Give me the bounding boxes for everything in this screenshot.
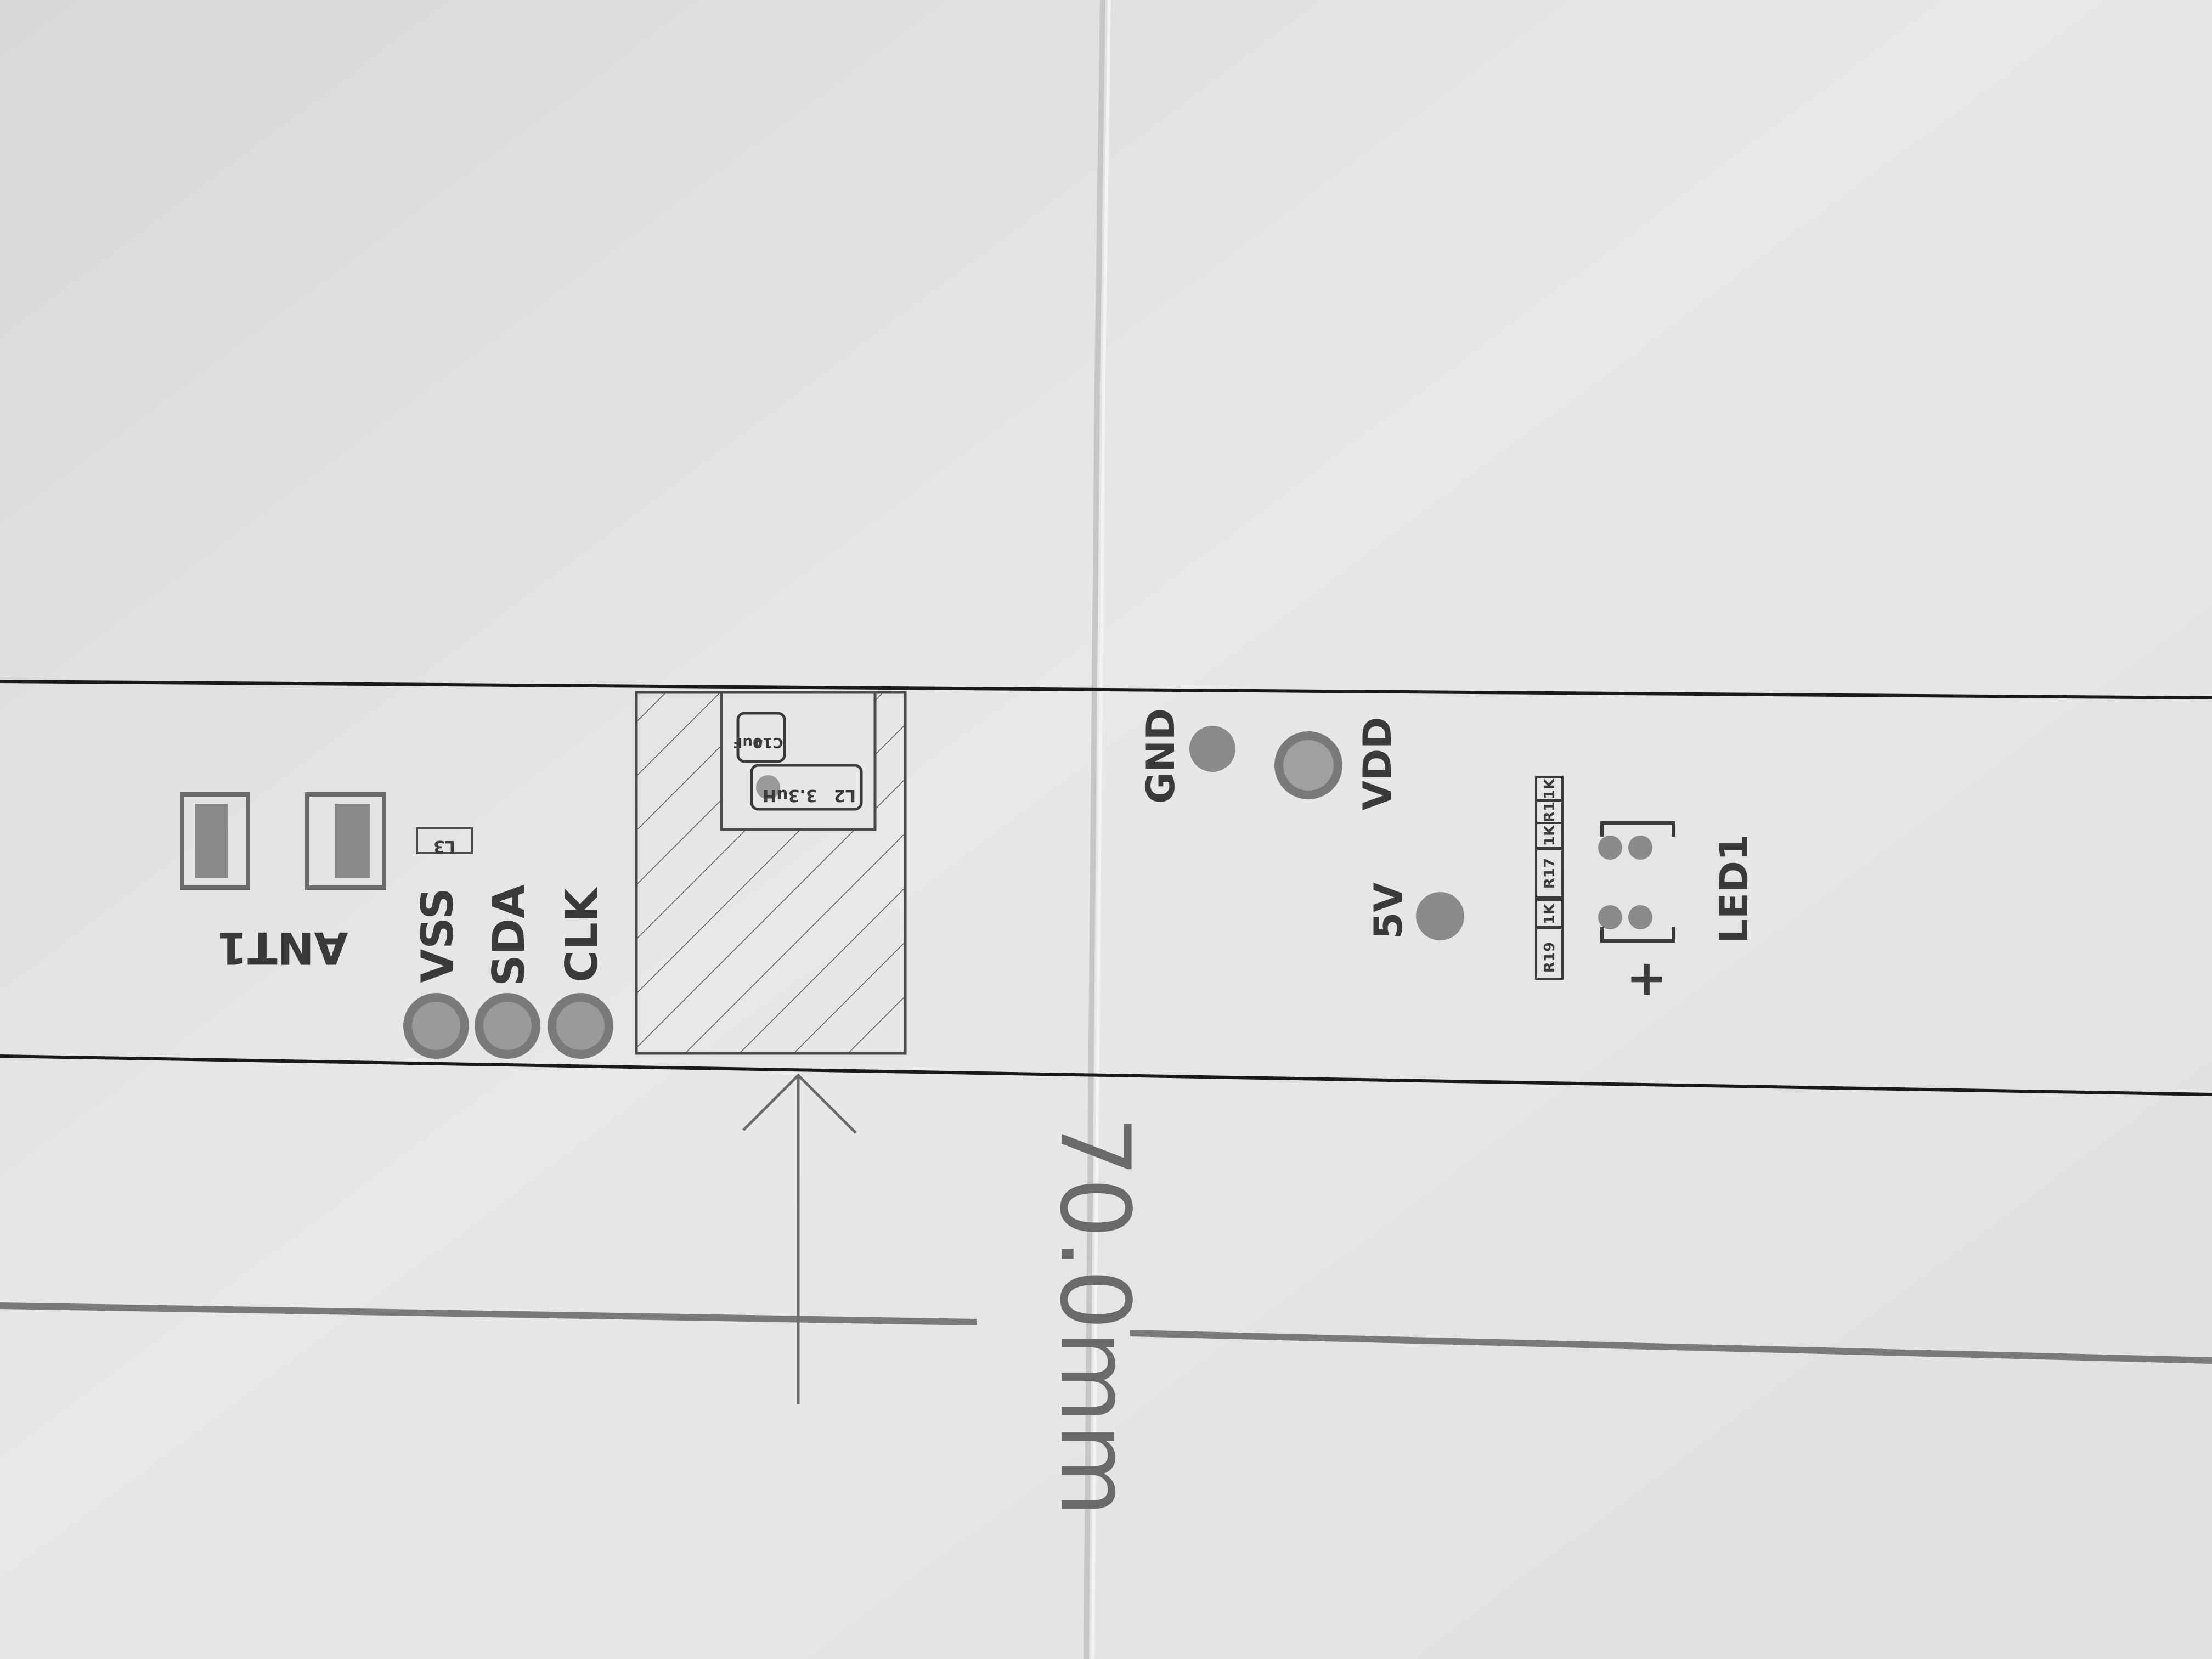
led1-pad-1 <box>1598 836 1622 860</box>
inductor-l3 <box>416 827 473 854</box>
dimension-line <box>0 1302 977 1325</box>
board-outline-bottom <box>0 1054 2212 1096</box>
pin-sda-label: SDA <box>483 884 534 986</box>
dimension-line-right <box>1130 1330 2212 1364</box>
pin-vss-hole <box>412 1002 460 1050</box>
inductor-l2-label: L2 <box>834 786 856 805</box>
led1-outline-bottom <box>1600 927 1675 943</box>
resistor-r1-val <box>1535 776 1564 801</box>
pin-5v-label: 5V <box>1366 883 1411 939</box>
antenna-label: ANT1 <box>217 922 348 973</box>
pin-vdd-label: VDD <box>1355 717 1400 810</box>
resistor-r19-val <box>1535 899 1564 928</box>
antenna-pad-2 <box>305 792 386 890</box>
pin-clk-label: CLK <box>556 887 607 983</box>
resistor-r1-value: 1K <box>1542 778 1558 799</box>
resistor-r1-label: R1 <box>1542 802 1558 822</box>
inductor-l2 <box>750 764 863 811</box>
dimension-arrow-head <box>742 1073 857 1134</box>
pin-vss-label: VSS <box>412 888 463 983</box>
led1-polarity-mark: + <box>1617 958 1674 1000</box>
pin-clk-hole <box>556 1002 605 1050</box>
resistor-r19-value: 1K <box>1542 903 1558 924</box>
led1-pad-4 <box>1628 905 1652 929</box>
resistor-r17-label: R17 <box>1542 858 1558 889</box>
capacitor-c14 <box>736 712 786 763</box>
inductor-l2-value: 3.3uH <box>763 786 817 805</box>
pin-vdd-hole <box>1283 740 1334 791</box>
dimension-label: 70.0mm <box>1039 1116 1150 1517</box>
capacitor-c14-label: C14 <box>753 734 783 751</box>
board-outline-top <box>0 680 2212 699</box>
led1-pad-3 <box>1598 905 1622 929</box>
capacitor-c14-value: 10uF <box>733 734 772 751</box>
pin-5v-pad <box>1416 892 1464 940</box>
inductor-l2-pad <box>756 775 780 799</box>
antenna-pad-2-fill <box>335 804 370 878</box>
inductor-l3-label: L3 <box>433 837 455 856</box>
antenna-pad-1 <box>180 792 250 890</box>
resistor-r17-value: 1K <box>1542 825 1558 846</box>
pin-sda-hole <box>483 1002 532 1050</box>
led1-pad-2 <box>1628 836 1652 860</box>
led1-outline <box>1600 821 1675 837</box>
resistor-r19-label: R19 <box>1542 942 1558 973</box>
led1-label: LED1 <box>1712 834 1757 943</box>
pin-gnd-pad <box>1189 726 1235 772</box>
antenna-pad-1-fill <box>195 804 228 878</box>
pin-gnd-label: GND <box>1138 708 1183 804</box>
